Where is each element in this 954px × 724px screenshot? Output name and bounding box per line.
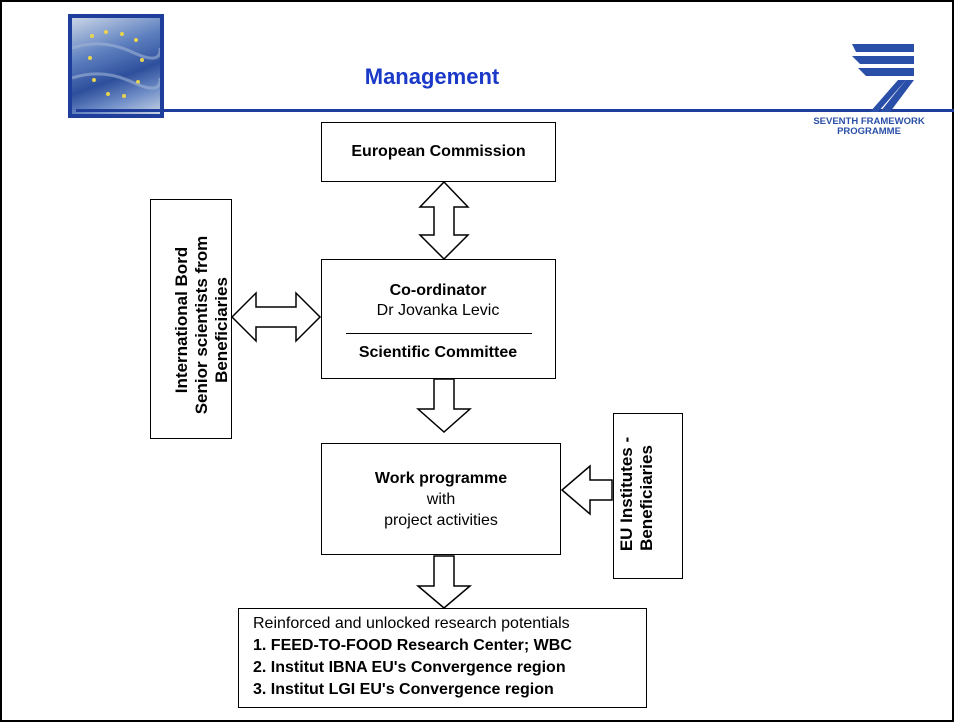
results-item-2: 2. Institut IBNA EU's Convergence region <box>253 657 646 679</box>
results-box: Reinforced and unlocked research potenti… <box>238 608 647 708</box>
work-programme-line3: project activities <box>384 511 498 529</box>
institutes-workprogramme-arrow <box>560 464 613 516</box>
results-item-3-num: 3. <box>253 681 267 698</box>
scientific-committee-label: Scientific Committee <box>358 344 518 361</box>
eu-institutes-line2: Beneficiaries <box>637 445 656 551</box>
coordinator-divider <box>346 333 532 334</box>
european-commission-label: European Commission <box>351 143 526 160</box>
fp7-seven-icon: SEVENTH FRAMEWORK PROGRAMME <box>813 44 925 137</box>
work-programme-heading: Work programme <box>374 469 508 487</box>
work-programme-line2: with <box>426 490 456 508</box>
results-item-2-text: Institut IBNA EU's Convergence region <box>270 659 566 676</box>
slide-title: Management <box>364 64 500 89</box>
board-line-3: Beneficiaries <box>212 277 231 383</box>
coordinator-workprogramme-arrow <box>416 378 472 434</box>
eu-flag-image <box>68 14 164 118</box>
results-item-2-num: 2. <box>253 659 267 676</box>
results-item-1: 1. FEED-TO-FOOD Research Center; WBC <box>253 635 646 657</box>
workprogramme-results-arrow <box>415 555 473 609</box>
results-item-3: 3. Institut LGI EU's Convergence region <box>253 679 646 701</box>
fp7-logo: SEVENTH FRAMEWORK PROGRAMME <box>810 32 928 150</box>
logo-text-line1: SEVENTH FRAMEWORK <box>813 116 925 127</box>
international-board-box: International Bord Senior scientists fro… <box>150 199 232 439</box>
work-programme-box: Work programme with project activities <box>321 443 561 555</box>
logo-text-line2: PROGRAMME <box>837 126 901 137</box>
eu-flag-stars <box>72 30 160 98</box>
results-heading: Reinforced and unlocked research potenti… <box>253 615 570 632</box>
results-item-1-text: FEED-TO-FOOD Research Center; WBC <box>270 637 572 654</box>
eu-institutes-line1: EU Institutes - <box>617 436 636 552</box>
header-rule <box>76 109 954 112</box>
european-commission-box: European Commission <box>321 122 556 182</box>
results-item-1-num: 1. <box>253 637 267 654</box>
board-line-1: International Bord <box>172 246 191 394</box>
coordinator-heading: Co-ordinator <box>389 282 487 299</box>
coordinator-name: Dr Jovanka Levic <box>376 302 500 319</box>
results-item-3-text: Institut LGI EU's Convergence region <box>270 681 554 698</box>
board-line-2: Senior scientists from <box>192 235 211 415</box>
coordinator-box: Co-ordinator Dr Jovanka Levic Scientific… <box>321 259 556 379</box>
eu-institutes-box: EU Institutes - Beneficiaries <box>613 413 683 579</box>
ec-coordinator-double-arrow <box>418 180 470 261</box>
